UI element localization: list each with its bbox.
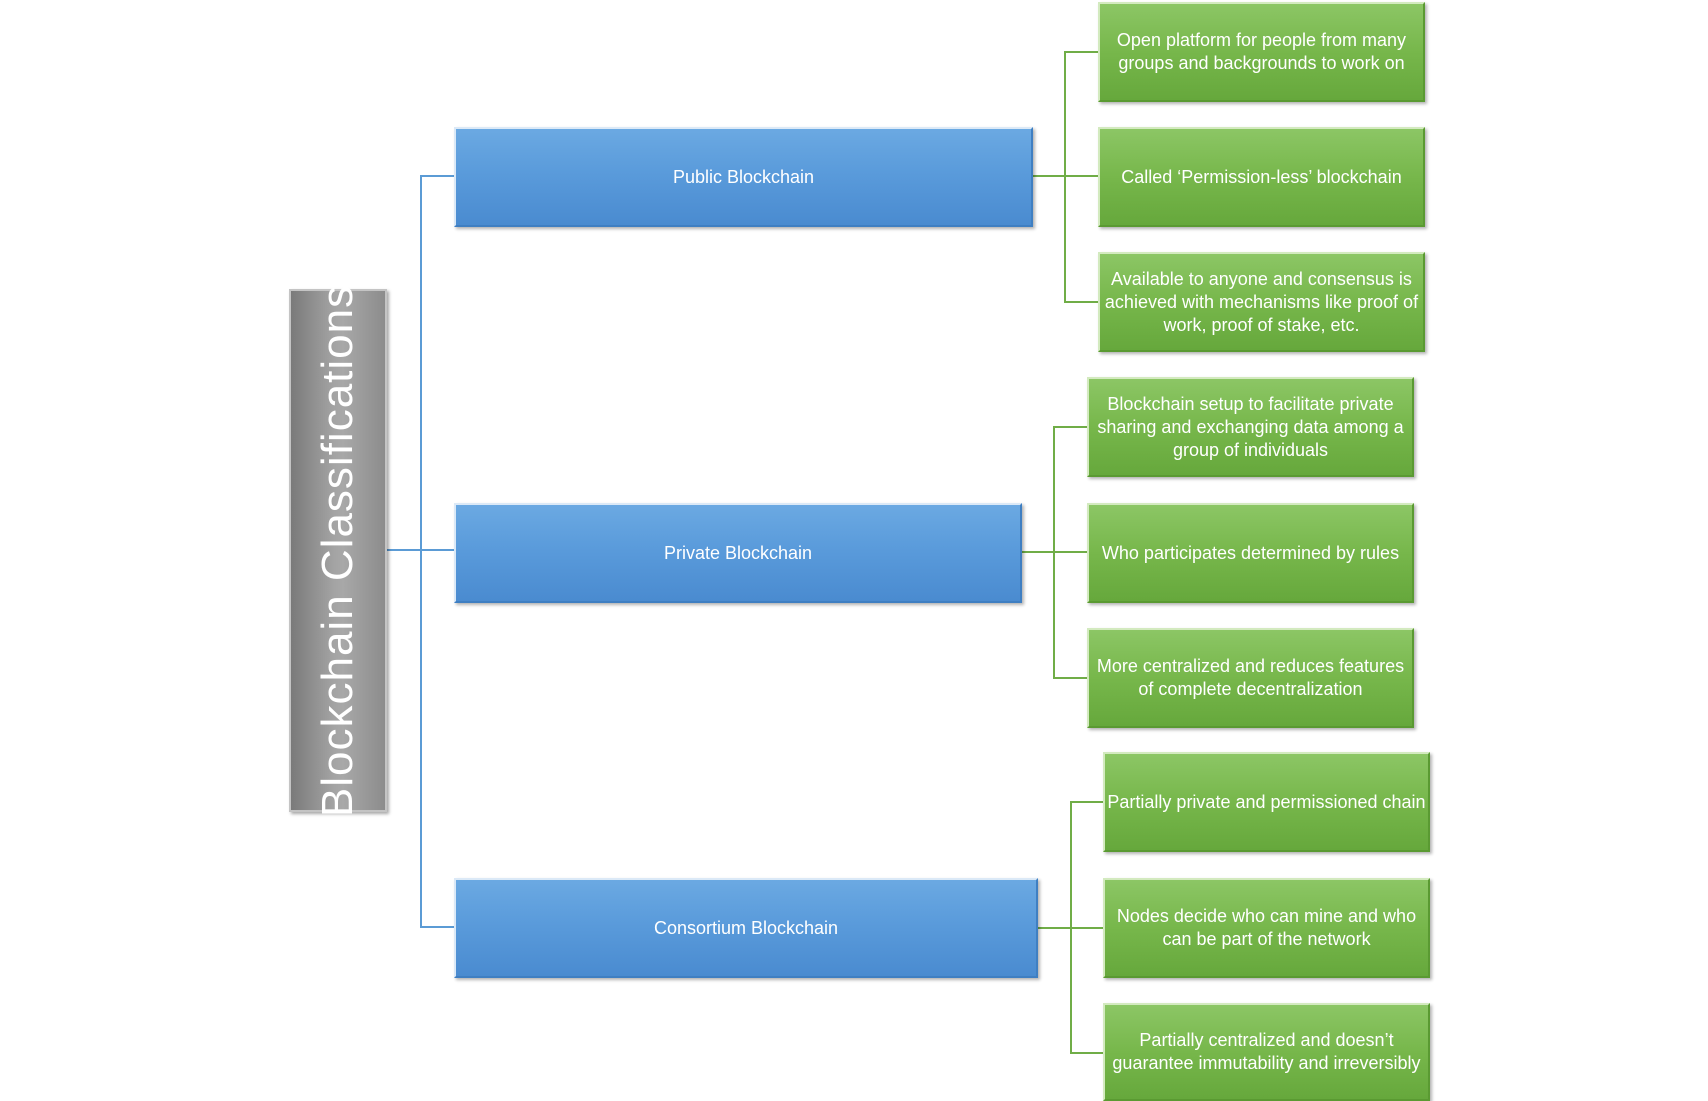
leaf-text: Called ‘Permission-less’ blockchain [1121, 166, 1402, 187]
root-node: Blockchain Classifications [289, 284, 387, 817]
leaf-text: Blockchain setup to facilitate private s… [1097, 393, 1404, 460]
consortium-item-2: Nodes decide who can mine and who can be… [1103, 878, 1430, 978]
consortium-item-3: Partially centralized and doesn’t guaran… [1103, 1003, 1430, 1101]
public-connector [1033, 51, 1098, 303]
consortium-connector [1038, 801, 1103, 1054]
private-item-1: Blockchain setup to facilitate private s… [1087, 377, 1414, 477]
leaf-text: Open platform for people from many group… [1116, 30, 1407, 73]
root-connector-public [387, 175, 454, 551]
category-consortium-blockchain: Consortium Blockchain [454, 878, 1038, 978]
private-connector [1022, 426, 1087, 679]
consortium-item-1: Partially private and permissioned chain [1103, 752, 1430, 852]
leaf-text: Partially centralized and doesn’t guaran… [1112, 1030, 1421, 1073]
category-public-blockchain: Public Blockchain [454, 127, 1033, 227]
root-title: Blockchain Classifications [313, 284, 362, 817]
private-item-3: More centralized and reduces features of… [1087, 628, 1414, 728]
public-item-2: Called ‘Permission-less’ blockchain [1098, 127, 1425, 227]
category-label: Private Blockchain [663, 542, 813, 563]
public-item-1: Open platform for people from many group… [1098, 2, 1425, 102]
public-item-3: Available to anyone and consensus is ach… [1098, 252, 1425, 352]
category-label: Public Blockchain [672, 166, 815, 187]
category-label: Consortium Blockchain [653, 917, 839, 938]
category-private-blockchain: Private Blockchain [454, 503, 1022, 603]
root-connector-consortium [420, 550, 454, 928]
leaf-text: Who participates determined by rules [1101, 542, 1400, 563]
leaf-text: Nodes decide who can mine and who can be… [1116, 906, 1417, 949]
private-item-2: Who participates determined by rules [1087, 503, 1414, 603]
leaf-text: Partially private and permissioned chain [1107, 791, 1426, 812]
leaf-text: Available to anyone and consensus is ach… [1104, 268, 1419, 335]
leaf-text: More centralized and reduces features of… [1096, 656, 1405, 699]
